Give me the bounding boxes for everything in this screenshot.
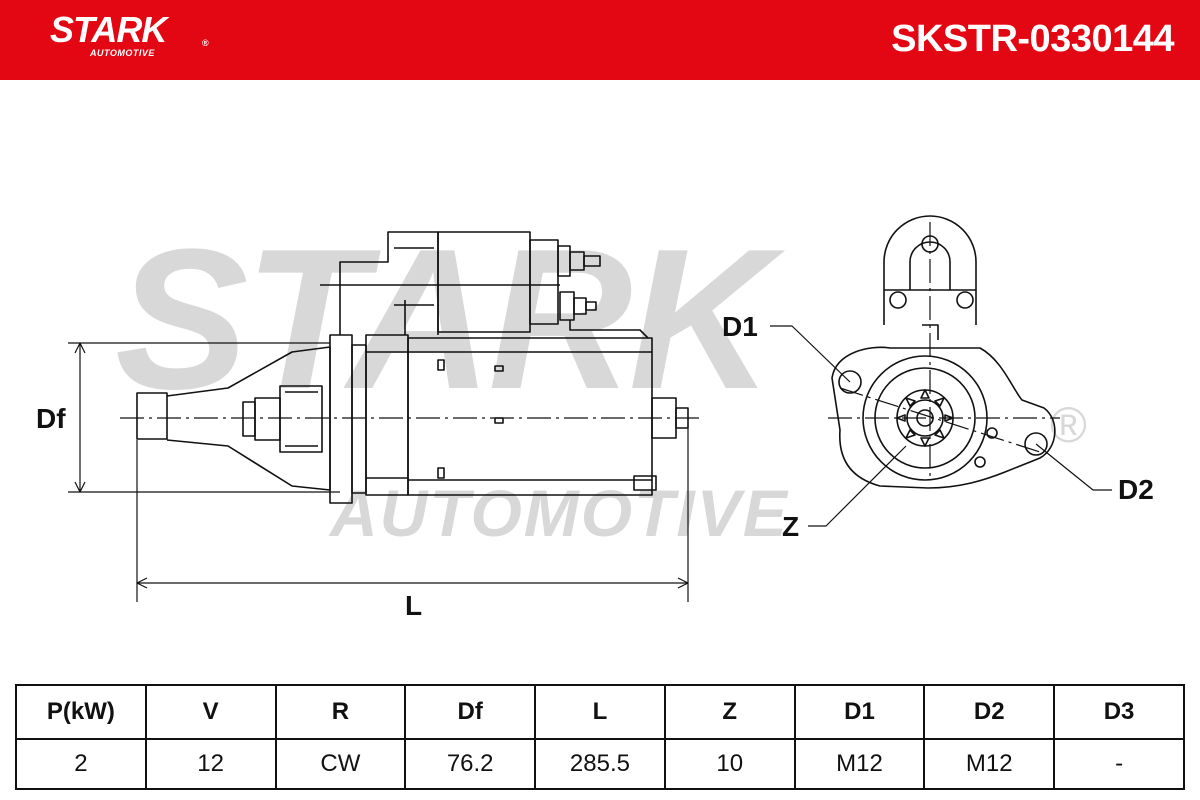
- spec-header-power: P(kW): [15, 684, 147, 740]
- spec-value-d3: -: [1053, 738, 1185, 790]
- logo-registered-mark: ®: [202, 38, 209, 48]
- spec-header-length: L: [534, 684, 666, 740]
- l-dimension: [136, 428, 689, 602]
- logo-subtext: AUTOMOTIVE: [90, 48, 155, 58]
- d1-label: D1: [722, 311, 758, 342]
- spec-header-df: Df: [404, 684, 537, 740]
- watermark-brand: STARK: [115, 208, 773, 431]
- spec-value-power: 2: [15, 738, 147, 790]
- watermark-subtext: AUTOMOTIVE: [330, 476, 789, 550]
- spec-value-df: 76.2: [404, 738, 537, 790]
- side-view: [120, 231, 700, 504]
- header-bar: STARK ® AUTOMOTIVE SKSTR-0330144: [0, 0, 1200, 80]
- end-view-leaders: [770, 325, 1112, 527]
- watermark-registered-mark: ®: [1050, 397, 1087, 453]
- spec-value-length: 285.5: [534, 738, 666, 790]
- spec-value-voltage: 12: [144, 738, 277, 790]
- logo-text: STARK: [50, 9, 167, 50]
- stark-logo: STARK ® AUTOMOTIVE: [50, 9, 209, 59]
- z-label: Z: [782, 511, 800, 542]
- spec-header-rotation: R: [274, 684, 407, 740]
- df-label: Df: [36, 403, 66, 434]
- spec-header-d1: D1: [793, 684, 926, 740]
- spec-table: P(kW) V R Df L Z D1 D2 D3 2 12 CW 76.2 2…: [15, 684, 1185, 790]
- spec-value-d1: M12: [793, 738, 926, 790]
- spec-header-d3: D3: [1053, 684, 1185, 740]
- d2-label: D2: [1118, 474, 1154, 505]
- spec-value-row: 2 12 CW 76.2 285.5 10 M12 M12 -: [15, 738, 1185, 790]
- end-view: [828, 215, 1060, 489]
- spec-header-voltage: V: [144, 684, 277, 740]
- spec-header-teeth: Z: [663, 684, 796, 740]
- spec-value-teeth: 10: [663, 738, 796, 790]
- part-number: SKSTR-0330144: [891, 18, 1174, 60]
- spec-header-row: P(kW) V R Df L Z D1 D2 D3: [15, 684, 1185, 740]
- l-label: L: [405, 590, 423, 621]
- spec-header-d2: D2: [923, 684, 1056, 740]
- df-dimension: [68, 342, 340, 493]
- spec-value-rotation: CW: [274, 738, 407, 790]
- spec-value-d2: M12: [923, 738, 1056, 790]
